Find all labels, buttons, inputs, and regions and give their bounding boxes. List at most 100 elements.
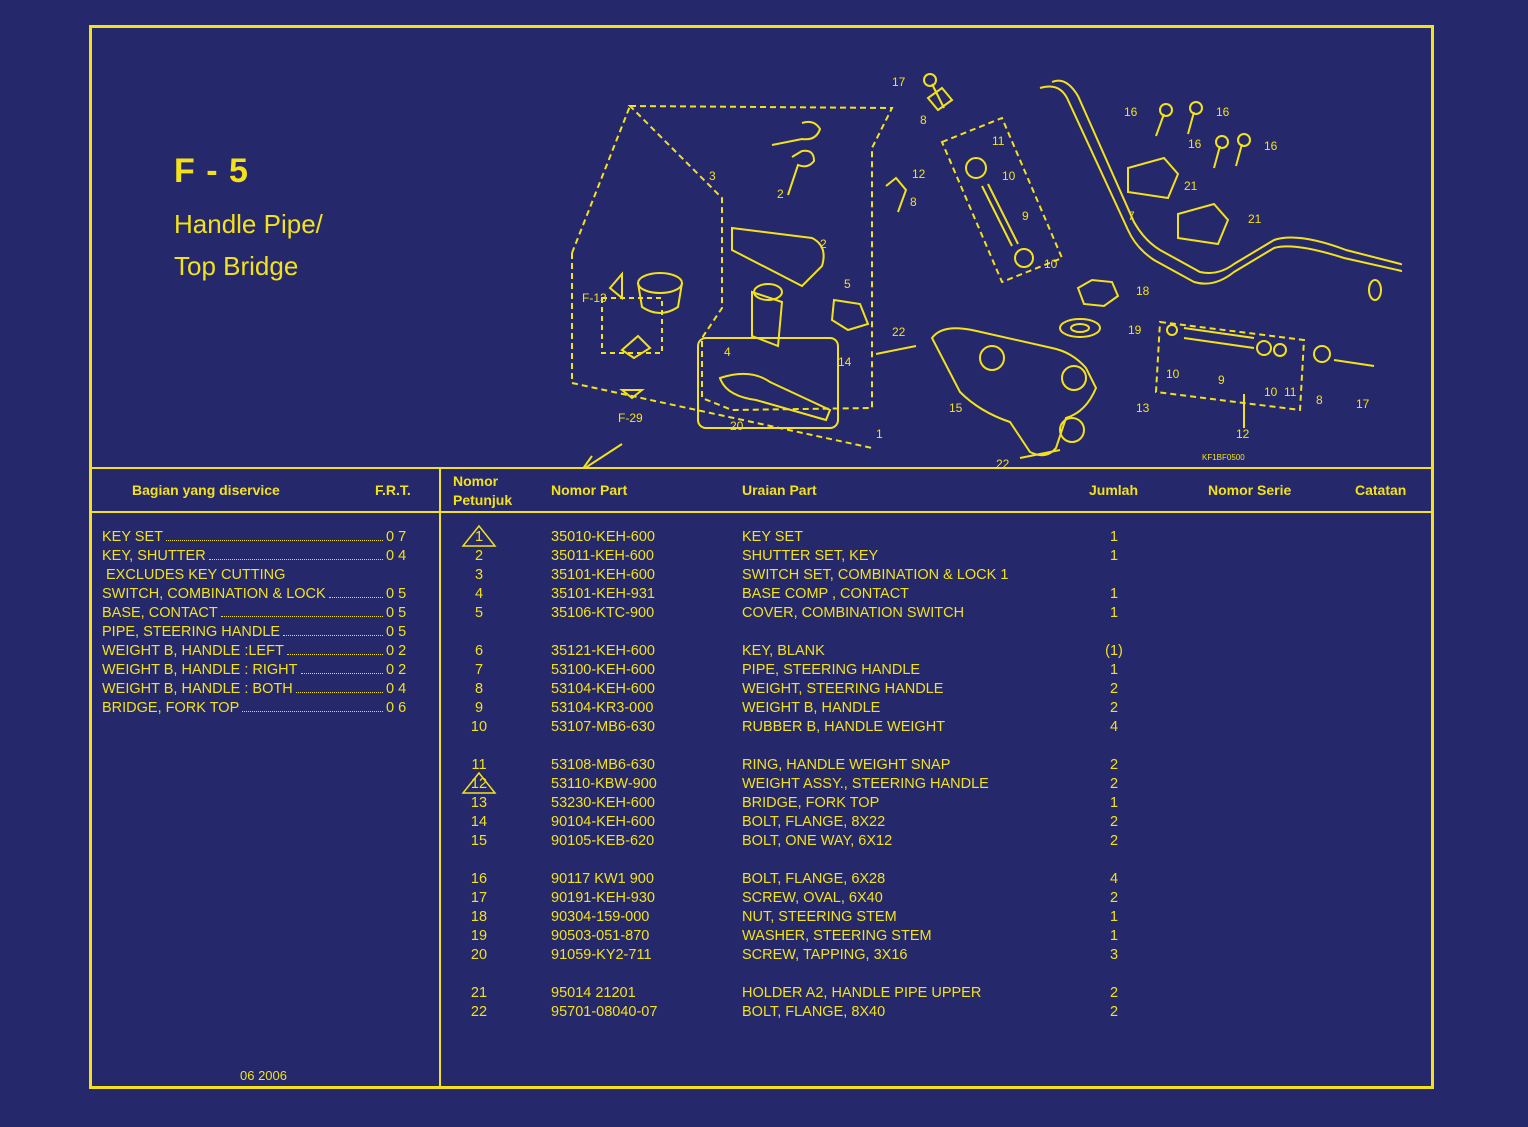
diagram-callout-label: 18 <box>1136 284 1150 298</box>
part-number: 35121-KEH-600 <box>551 643 655 659</box>
part-quantity: 1 <box>1109 605 1119 621</box>
ref-header-line2: Petunjuk <box>453 492 513 508</box>
figure-name-line2: Top Bridge <box>174 251 299 281</box>
header-top-rule <box>92 467 1431 469</box>
part-number: 53100-KEH-600 <box>551 662 655 678</box>
header-bottom-rule <box>92 511 1431 513</box>
diagram-callout-label: 14 <box>838 355 852 369</box>
diagram-callout-label: 17 <box>1356 397 1370 411</box>
diagram-callout-label: 22 <box>892 325 906 339</box>
part-number: 53230-KEH-600 <box>551 795 655 811</box>
ref-number: 22 <box>470 1004 488 1020</box>
part-number: 35101-KEH-931 <box>551 586 655 602</box>
ref-number: 18 <box>470 909 488 925</box>
part-number: 90304-159-000 <box>551 909 650 925</box>
ref-number: 19 <box>470 928 488 944</box>
service-item-frt: 0 7 <box>386 529 407 545</box>
serial-header: Nomor Serie <box>1208 482 1292 498</box>
part-description: BRIDGE, FORK TOP <box>742 795 880 811</box>
part-quantity: 1 <box>1109 909 1119 925</box>
ref-number: 15 <box>470 833 488 849</box>
diagram-callout-label: 13 <box>1136 401 1150 415</box>
part-description: SWITCH SET, COMBINATION & LOCK 1 <box>742 567 1009 583</box>
ref-number: 12 <box>459 771 499 800</box>
part-quantity: 2 <box>1109 985 1119 1001</box>
part-quantity: 2 <box>1109 1004 1119 1020</box>
service-item-frt: 0 5 <box>386 586 407 602</box>
part-number: 53110-KBW-900 <box>551 776 657 792</box>
part-number: 35106-KTC-900 <box>551 605 655 621</box>
part-description: BASE COMP , CONTACT <box>742 586 910 602</box>
part-quantity: 3 <box>1109 947 1119 963</box>
part-description: NUT, STEERING STEM <box>742 909 897 925</box>
part-description: WEIGHT ASSY., STEERING HANDLE <box>742 776 989 792</box>
diagram-callout-label: 19 <box>1128 323 1142 337</box>
part-number: 90104-KEH-600 <box>551 814 655 830</box>
service-item-frt: 0 4 <box>386 548 407 564</box>
ref-number: 1 <box>459 524 499 553</box>
part-description: KEY, BLANK <box>742 643 825 659</box>
parts-catalog-frame: F - 5 Handle Pipe/ Top Bridge <box>89 25 1434 1089</box>
table-row: 18 90304-159-000 NUT, STEERING STEM 1 <box>439 908 1439 927</box>
part-number: 90503-051-870 <box>551 928 650 944</box>
service-header-frt: F.R.T. <box>375 482 411 498</box>
diagram-callout-label: 4 <box>724 345 731 359</box>
diagram-callout-label: 11 <box>992 134 1005 148</box>
ref-number: 7 <box>474 662 484 678</box>
part-description: BOLT, FLANGE, 8X40 <box>742 1004 886 1020</box>
part-number-header: Nomor Part <box>551 482 628 498</box>
diagram-callout-label: 1 <box>876 427 883 441</box>
diagram-callout-label: 10 <box>1044 257 1058 271</box>
part-quantity: (1) <box>1105 643 1123 659</box>
part-number: 35011-KEH-600 <box>551 548 654 564</box>
table-row: 12 53110-KBW-900 WEIGHT ASSY., STEERING HA… <box>439 771 1439 794</box>
service-item-frt: 0 2 <box>386 643 407 659</box>
diagram-callout-label: 22 <box>996 457 1010 468</box>
ref-number: 8 <box>474 681 484 697</box>
ref-number: 4 <box>474 586 484 602</box>
part-description: BOLT, ONE WAY, 6X12 <box>742 833 893 849</box>
service-item-label: WEIGHT B, HANDLE : RIGHT <box>102 662 298 678</box>
leader-dots <box>165 528 383 541</box>
part-number: 90191-KEH-930 <box>551 890 655 906</box>
ref-number: 2 <box>474 548 484 564</box>
part-quantity: 4 <box>1109 719 1119 735</box>
diagram-code: KF1BF0500 <box>1202 453 1245 462</box>
part-description: COVER, COMBINATION SWITCH <box>742 605 965 621</box>
ref-number: 17 <box>470 890 488 906</box>
ref-number-text: 12 <box>470 776 488 792</box>
diagram-callout-label: 5 <box>844 277 851 291</box>
service-header-label: Bagian yang diservice <box>132 482 280 498</box>
ref-number: 9 <box>474 700 484 716</box>
ref-number: 11 <box>471 757 487 773</box>
quantity-header: Jumlah <box>1089 482 1139 498</box>
part-number: 95014 21201 <box>551 985 636 1001</box>
part-quantity: 2 <box>1109 681 1119 697</box>
ref-number-text: 1 <box>474 529 484 545</box>
leader-dots <box>328 585 383 598</box>
part-number: 35010-KEH-600 <box>551 529 655 545</box>
service-item-label: WEIGHT B, HANDLE : BOTH <box>102 681 293 697</box>
leader-dots <box>283 623 383 636</box>
diagram-callout-label: 10 <box>1002 169 1016 183</box>
notes-header: Catatan <box>1355 482 1407 498</box>
part-description: SCREW, OVAL, 6X40 <box>742 890 883 906</box>
diagram-callout-label: 2 <box>777 187 784 201</box>
diagram-callout-label: 21 <box>1184 179 1198 193</box>
leader-dots <box>300 661 383 674</box>
